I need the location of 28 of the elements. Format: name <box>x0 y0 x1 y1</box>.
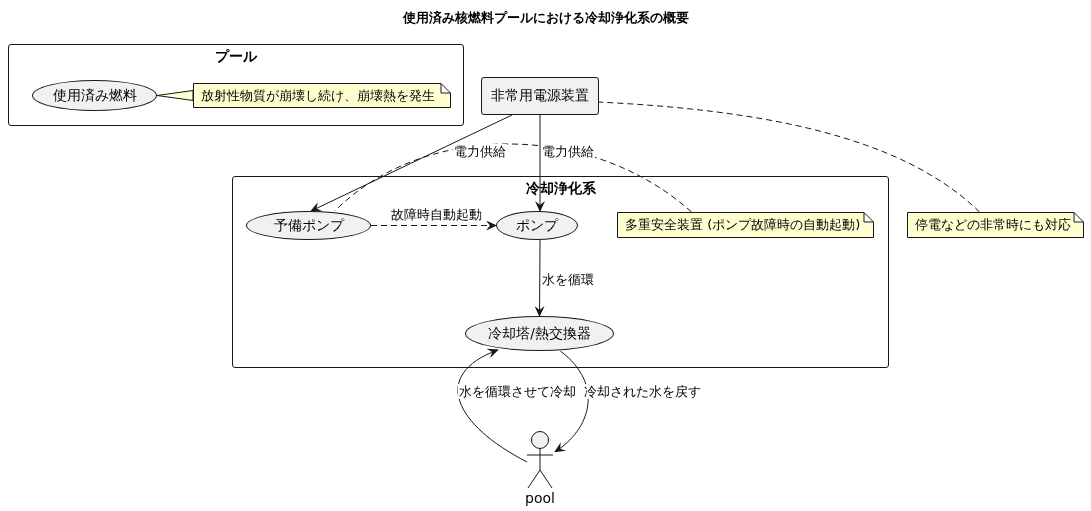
package-frame <box>8 44 464 126</box>
edge-label: 冷却された水を戻す <box>583 384 702 399</box>
edge-label: 電力供給 <box>453 144 507 159</box>
usecase-ellipse: 冷却塔/熱交換器 <box>465 316 614 351</box>
note: 放射性物質が崩壊し続け、崩壊熱を発生 <box>193 83 451 108</box>
edge-label: 水を循環させて冷却 <box>458 384 577 399</box>
arrow <box>554 350 589 453</box>
usecase-ellipse: 予備ポンプ <box>246 211 371 240</box>
note-connector <box>156 90 194 101</box>
package-title: 冷却浄化系 <box>524 179 597 197</box>
note: 多重安全装置 (ポンプ故障時の自動起動) <box>617 212 874 238</box>
edge-label: 電力供給 <box>541 144 595 159</box>
component-box: 非常用電源装置 <box>481 77 599 115</box>
diagram-title: 使用済み核燃料プールにおける冷却浄化系の概要 <box>401 9 690 27</box>
arrow <box>310 114 513 212</box>
usecase-ellipse: ポンプ <box>496 211 578 240</box>
package-title: プール <box>214 47 258 65</box>
actor-label: pool <box>524 490 556 506</box>
arrow <box>535 114 546 212</box>
dashed-line <box>598 101 981 213</box>
arrow <box>370 220 497 231</box>
package-frame <box>232 176 889 368</box>
arrow <box>534 239 545 317</box>
note: 停電などの非常時にも対応 <box>907 212 1084 238</box>
usecase-ellipse: 使用済み燃料 <box>32 80 157 111</box>
edge-label: 故障時自動起動 <box>390 207 483 222</box>
edge-label: 水を循環 <box>541 272 595 287</box>
arrow <box>457 349 528 463</box>
